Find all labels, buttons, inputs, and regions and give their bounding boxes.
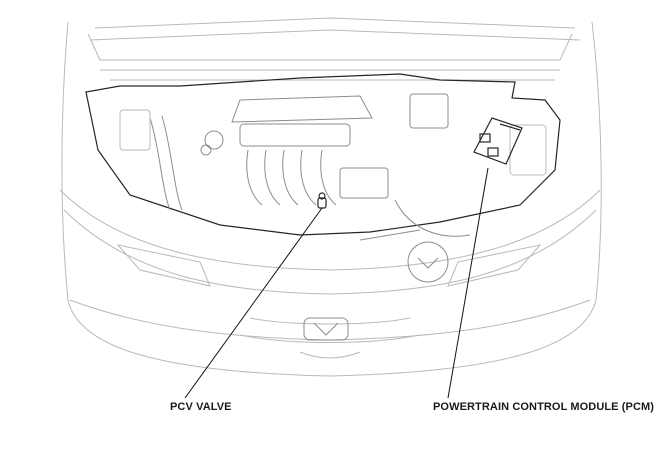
pcv-valve-label: PCV VALVE [170, 401, 232, 413]
pcm-label: POWERTRAIN CONTROL MODULE (PCM) [433, 401, 655, 413]
engine-block [119, 95, 389, 211]
front-grille [239, 317, 421, 359]
pcm-leader-line [447, 167, 489, 399]
intake-and-battery [359, 93, 547, 283]
headlights [116, 244, 542, 287]
pcv-leader-line [184, 207, 323, 399]
windshield-cowl [94, 17, 576, 81]
pcm-module [473, 117, 523, 165]
engine-bay-outline [85, 73, 561, 236]
pcv-valve [317, 192, 327, 209]
